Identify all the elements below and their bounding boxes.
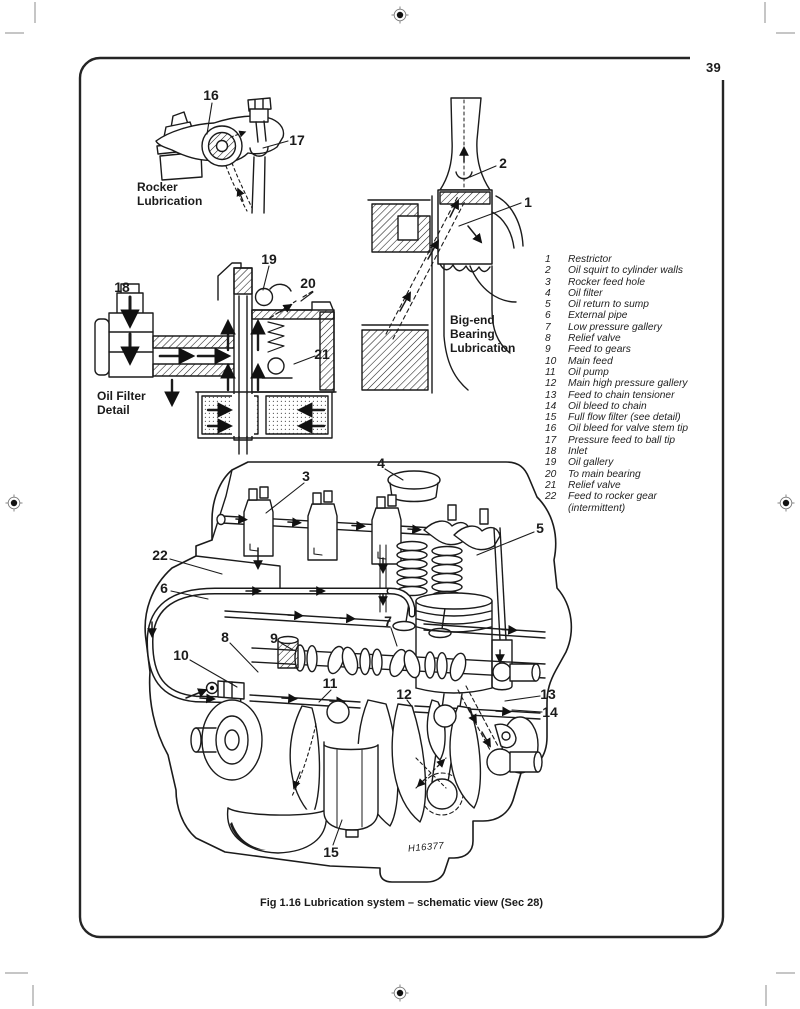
timing-chain [457, 662, 543, 776]
figure-caption: Fig 1.16 Lubrication system – schematic … [259, 897, 544, 909]
big-end-bearing-title: Big-end Bearing Lubrication [450, 313, 516, 355]
callout-22: 22 [152, 547, 168, 563]
callout-12: 12 [396, 686, 412, 702]
callout-21: 21 [314, 346, 330, 362]
callout-9: 9 [270, 630, 278, 646]
oil-pump [185, 680, 245, 700]
full-flow-filter [323, 741, 379, 838]
legend-item-continuation: (intermittent) [568, 502, 626, 514]
callout-3: 3 [302, 468, 310, 484]
registration-marks [5, 6, 795, 1002]
valve-springs [392, 540, 463, 639]
callout-14: 14 [542, 704, 558, 720]
engine-diagram [144, 461, 573, 883]
oil-filter-detail-title: Oil Filter Detail [97, 389, 146, 417]
camshaft [251, 635, 546, 682]
callout-2: 2 [499, 155, 507, 171]
callout-19: 19 [261, 251, 277, 267]
page-frame [78, 48, 736, 939]
callout-6: 6 [160, 580, 168, 596]
callout-5: 5 [536, 520, 544, 536]
external-pipe [146, 586, 416, 704]
callout-20: 20 [300, 275, 316, 291]
callout-1: 1 [524, 194, 532, 210]
page-number: 39 [706, 60, 722, 75]
rocker-lubrication-title: Rocker Lubrication [137, 180, 203, 208]
callout-15: 15 [323, 844, 339, 860]
rocker-lubrication-inset-drawing [155, 97, 289, 214]
oil-filter-detail-inset-drawing [94, 262, 337, 455]
callout-10: 10 [173, 647, 189, 663]
callout-4: 4 [377, 455, 385, 471]
callout-18: 18 [114, 279, 130, 295]
callout-7: 7 [384, 613, 392, 629]
crop-marks [5, 2, 795, 1006]
callout-13: 13 [540, 686, 556, 702]
big-end-bearing-inset-drawing [361, 97, 524, 394]
callout-11: 11 [322, 675, 338, 691]
leader-lines [169, 468, 543, 846]
callout-16: 16 [203, 87, 219, 103]
callout-8: 8 [221, 629, 229, 645]
sump-pan [226, 807, 328, 854]
callout-17: 17 [289, 132, 305, 148]
